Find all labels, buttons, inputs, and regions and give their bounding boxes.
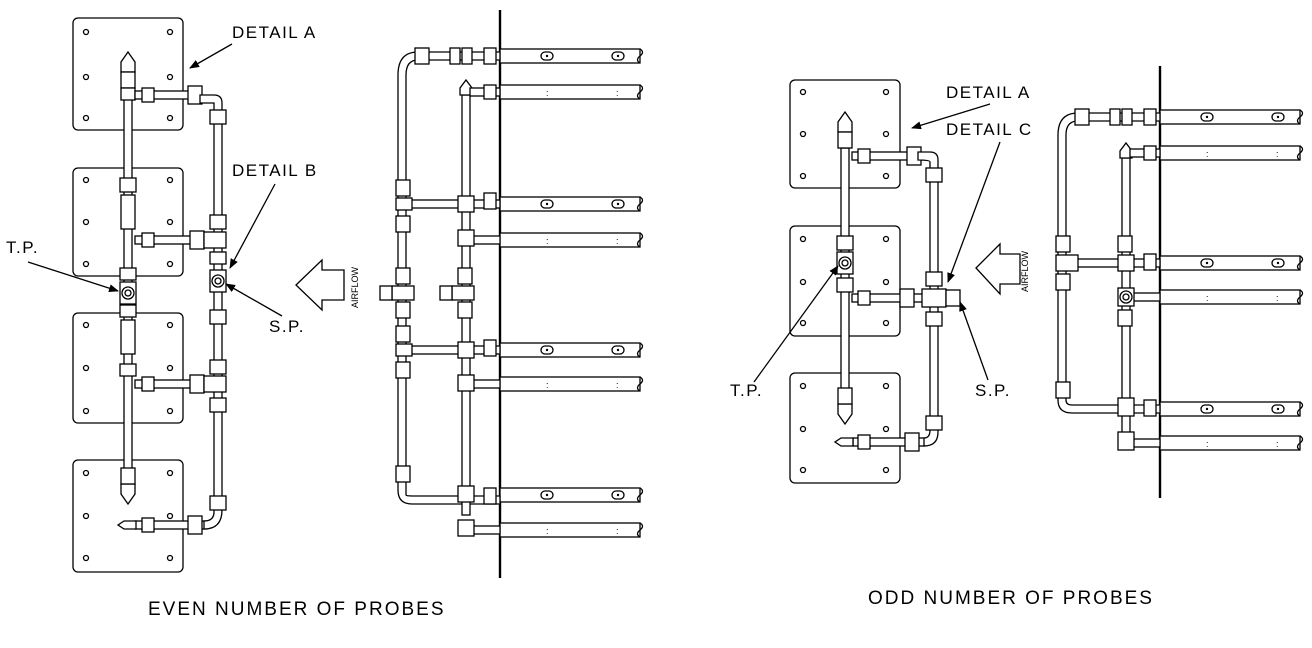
static-pressure-label: S.P.: [975, 381, 1011, 400]
total-pressure-label: T.P.: [6, 238, 39, 257]
static-pressure-tube: [917, 151, 961, 447]
svg-text::: :: [616, 526, 619, 536]
detail-a-label: DETAIL A: [232, 23, 317, 42]
svg-text::: :: [616, 88, 619, 98]
even-probes-caption: EVEN NUMBER OF PROBES: [148, 599, 446, 620]
probe-pair: ::: [499, 487, 644, 538]
svg-text::: :: [546, 380, 549, 390]
airflow-label: AIRFLOW: [350, 266, 360, 308]
even-probes-front-view: [72, 17, 227, 573]
static-pressure-tube: [199, 94, 227, 530]
airflow-label: AIRFLOW: [1020, 250, 1030, 292]
airflow-arrow: AIRFLOW: [975, 242, 1030, 296]
probe-pair: ::: [1159, 401, 1304, 451]
svg-text::: :: [1276, 149, 1279, 159]
even-probes-side-view: :: :: :: ::: [379, 10, 644, 578]
branch-tubes: [116, 85, 208, 535]
detail-b-label: DETAIL B: [232, 161, 318, 180]
svg-text::: :: [546, 88, 549, 98]
svg-text::: :: [546, 526, 549, 536]
total-pressure-label: T.P.: [730, 381, 763, 400]
total-pressure-tube: [119, 50, 137, 506]
svg-text::: :: [546, 236, 549, 246]
detail-c-label: DETAIL C: [946, 120, 1033, 139]
svg-text::: :: [1206, 293, 1209, 303]
svg-text::: :: [616, 236, 619, 246]
svg-text::: :: [1276, 293, 1279, 303]
detail-a-label: DETAIL A: [946, 83, 1031, 102]
svg-text::: :: [616, 380, 619, 390]
probe-pair: ::: [499, 196, 644, 248]
probe-pair: ::: [499, 48, 644, 100]
odd-probes-caption: ODD NUMBER OF PROBES: [868, 588, 1154, 609]
probe-pair: ::: [499, 342, 644, 392]
svg-text::: :: [1206, 439, 1209, 449]
svg-text::: :: [1276, 439, 1279, 449]
probe-pair: ::: [1159, 109, 1304, 161]
probe-pair: ::: [1159, 255, 1304, 305]
total-pressure-tube: [836, 110, 854, 426]
odd-probes-front-view: [789, 79, 961, 484]
odd-probes-side-view: :: :: ::: [1055, 66, 1304, 498]
svg-text::: :: [1206, 149, 1209, 159]
static-pressure-label: S.P.: [269, 317, 305, 336]
airflow-arrow: AIRFLOW: [295, 258, 360, 312]
